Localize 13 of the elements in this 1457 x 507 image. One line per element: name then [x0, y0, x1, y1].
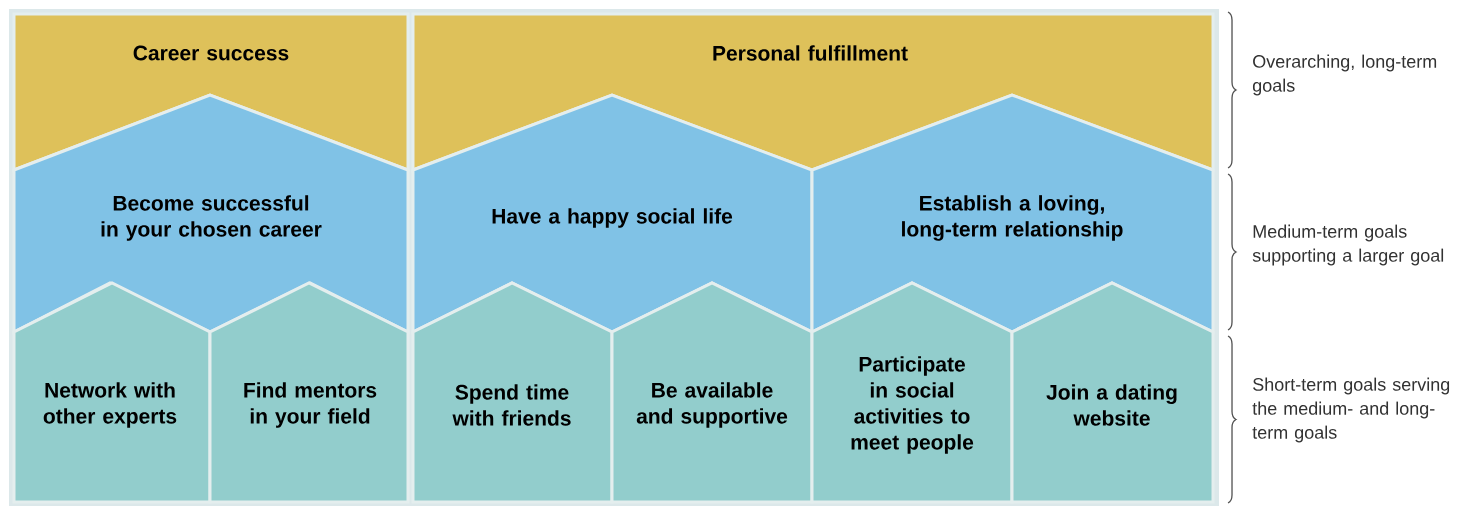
- side-note: Medium-term goals supporting a larger goal: [1252, 224, 1444, 266]
- goal-hexagon: Become successful in your chosen career: [12, 93, 410, 335]
- side-note: Short-term goals serving the medium- and long-term goals: [1252, 377, 1450, 443]
- goal-band: Career success: [12, 12, 410, 173]
- goal-house: Spend time with friends: [411, 281, 614, 504]
- goal-house: Participate in social activities to meet people: [810, 281, 1014, 504]
- goal-house: Join a dating website: [1010, 281, 1215, 504]
- goal-house: Be available and supportive: [610, 281, 814, 504]
- side-note: Overarching, long-term goals: [1252, 54, 1437, 96]
- goal-house: Network with other experts: [12, 281, 212, 504]
- goal-hexagon: Establish a loving, long-term relationship: [810, 93, 1215, 335]
- goal-hexagon: Have a happy social life: [411, 93, 814, 335]
- goal-house: Find mentors in your field: [208, 281, 410, 504]
